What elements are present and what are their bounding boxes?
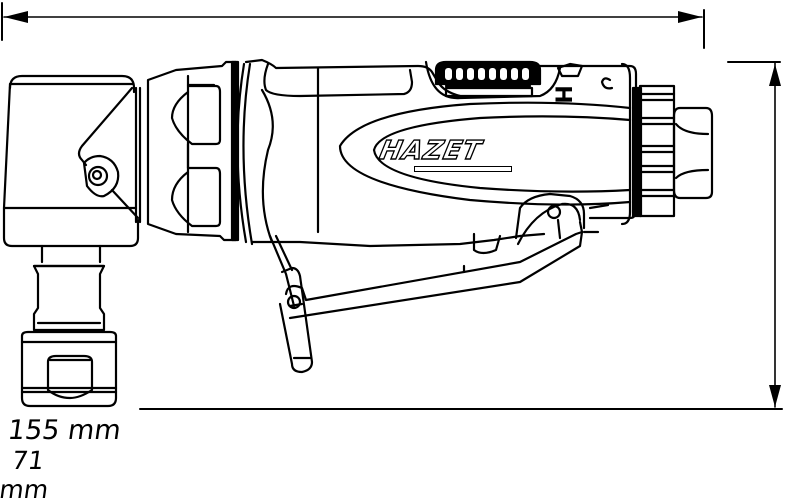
front-housing	[138, 60, 254, 246]
arrow-up-icon	[769, 64, 781, 86]
height-dimension-unit: mm	[0, 475, 51, 504]
arrow-down-icon	[769, 385, 781, 407]
technical-drawing: 155 mm 71 mm HAZET H	[0, 2, 783, 504]
brand-logo: HAZET	[376, 135, 485, 166]
angle-head	[2, 74, 140, 248]
side-marking: H	[549, 85, 575, 104]
rear-air-inlet	[620, 62, 714, 226]
arrow-right-icon	[678, 11, 702, 23]
trigger-lever	[268, 192, 600, 374]
collet-chuck	[20, 244, 118, 408]
width-dimension-line	[1, 2, 705, 49]
height-dimension-value: 71	[10, 446, 46, 475]
width-dimension-label: 155 mm	[5, 415, 123, 446]
arrow-left-icon	[4, 11, 28, 23]
height-dimension-label: 71 mm	[0, 446, 56, 504]
height-dimension-line	[139, 61, 783, 410]
brand-logo-underline	[414, 166, 512, 172]
